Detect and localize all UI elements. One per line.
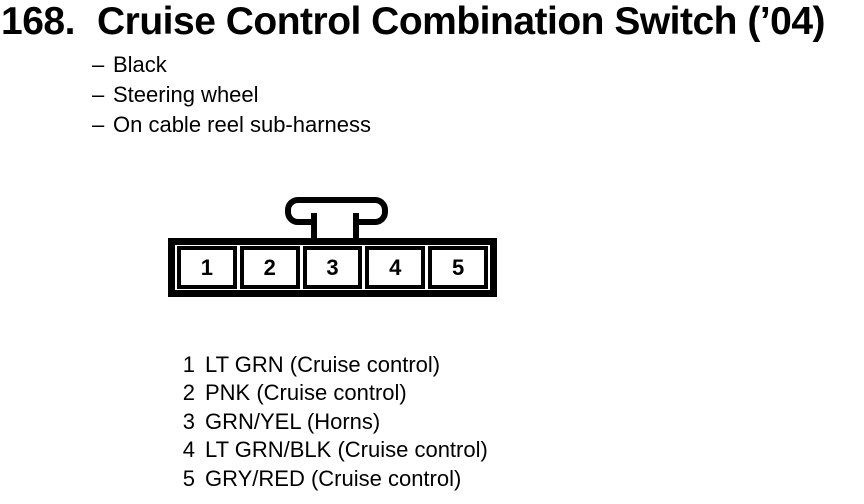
pin-row: 2 PNK (Cruise control) bbox=[173, 379, 488, 407]
pin-cavity-2: 2 bbox=[239, 246, 300, 289]
pin-number: 1 bbox=[182, 352, 195, 377]
pin-cavity-5: 5 bbox=[428, 246, 488, 289]
pin-description: GRN/YEL (Horns) bbox=[205, 408, 381, 434]
pin-description: PNK (Cruise control) bbox=[205, 380, 407, 406]
note-dash: – bbox=[92, 52, 105, 77]
note-text: Black bbox=[113, 52, 167, 77]
note-dash: – bbox=[92, 82, 105, 107]
page-title: 168. Cruise Control Combination Switch (… bbox=[1, 0, 826, 44]
section-number: 168. bbox=[1, 0, 75, 43]
pin-number: 5 bbox=[182, 465, 195, 491]
pin-cavity-3: 3 bbox=[302, 246, 363, 289]
note-location: – Steering wheel bbox=[92, 80, 371, 110]
note-text: On cable reel sub-harness bbox=[113, 112, 372, 137]
note-color: – Black bbox=[92, 50, 371, 80]
pin-row: 1 LT GRN (Cruise control) bbox=[173, 351, 488, 379]
pin-cavity-4: 4 bbox=[365, 246, 426, 289]
pin-number: 4 bbox=[182, 437, 195, 463]
pin-row: 5 GRY/RED (Cruise control) bbox=[173, 465, 488, 493]
connector-body-diagram: 1 2 3 4 5 bbox=[168, 238, 497, 297]
pin-description: LT GRN/BLK (Cruise control) bbox=[205, 437, 488, 463]
note-dash: – bbox=[92, 112, 105, 137]
pin-cavity-1: 1 bbox=[177, 246, 237, 289]
pin-description: LT GRN (Cruise control) bbox=[205, 352, 441, 377]
pin-number: 2 bbox=[182, 380, 195, 406]
connector-notes: – Black – Steering wheel – On cable reel… bbox=[92, 50, 371, 140]
pin-row: 3 GRN/YEL (Horns) bbox=[173, 408, 488, 436]
pin-assignment-list: 1 LT GRN (Cruise control) 2 PNK (Cruise … bbox=[173, 351, 488, 493]
connector-keying-tab-stem-icon bbox=[311, 213, 359, 240]
pin-row: 4 LT GRN/BLK (Cruise control) bbox=[173, 436, 488, 464]
note-text: Steering wheel bbox=[113, 82, 259, 107]
pin-description: GRY/RED (Cruise control) bbox=[205, 465, 462, 491]
note-harness: – On cable reel sub-harness bbox=[92, 110, 371, 140]
section-title: Cruise Control Combination Switch (’04) bbox=[97, 0, 826, 43]
pin-number: 3 bbox=[182, 408, 195, 434]
